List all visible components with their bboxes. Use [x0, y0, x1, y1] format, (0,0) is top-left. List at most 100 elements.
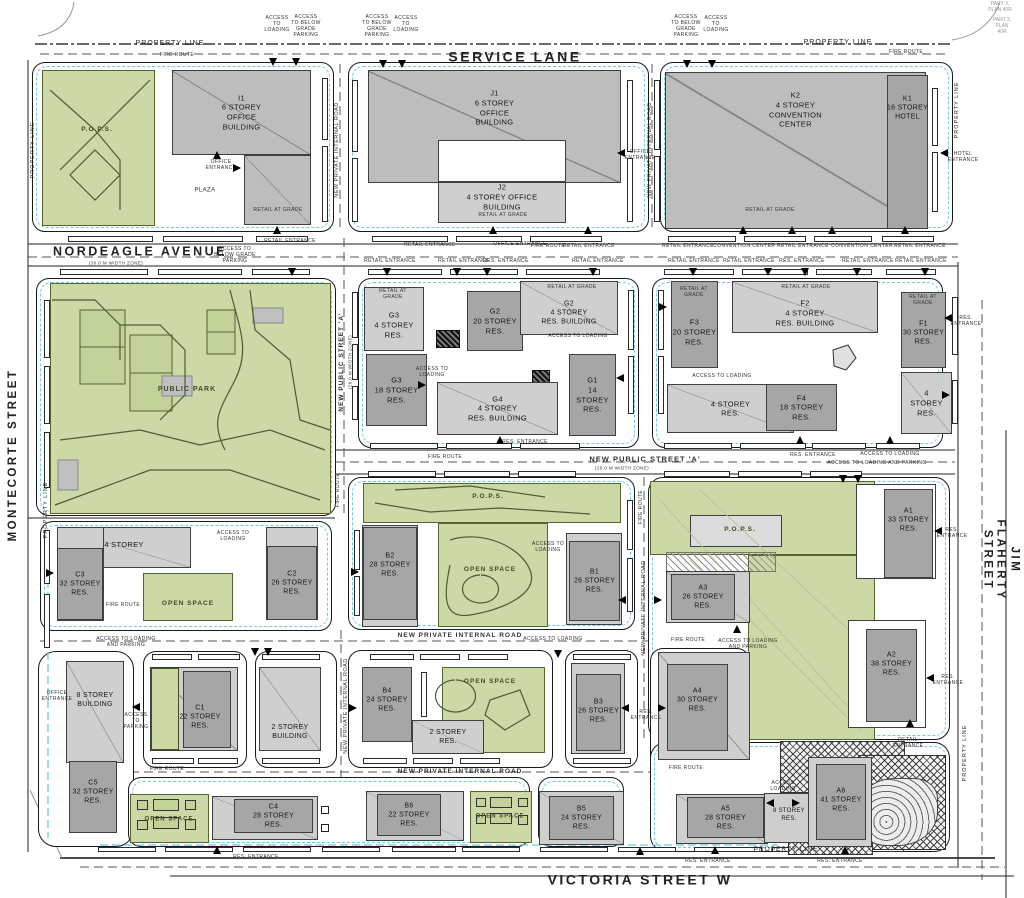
label: JIM FLAHERTY STREET	[981, 519, 1021, 601]
building-F1	[901, 292, 946, 368]
building-J2-court	[438, 140, 566, 182]
label: ACCESS TO LOADING AND PARKING	[718, 638, 778, 650]
label: NEW PRIVATE INTERNAL ROAD	[640, 560, 647, 656]
label: ACCESS TO LOADING AND PARKING	[827, 460, 927, 467]
building-label-A6: A6 41 STOREY RES.	[820, 787, 862, 813]
building-label-B6: B6 22 STOREY RES.	[388, 802, 430, 828]
parking-strip	[262, 758, 320, 764]
parking-strip	[526, 269, 600, 275]
label: FIRE ROUTE	[105, 602, 141, 609]
label: RETAIL AT GRADE	[781, 284, 831, 291]
building-label-G4: G4 4 STOREY RES. BUILDING	[468, 393, 527, 423]
entrance-arrow	[617, 149, 625, 157]
parking-strip	[68, 236, 153, 242]
label: FIRE ROUTE	[149, 766, 185, 773]
parking-strip	[573, 758, 631, 764]
building-label-B5: B5 24 STOREY RES.	[560, 805, 603, 831]
entrance-arrow	[379, 60, 387, 68]
parking-strip	[627, 500, 633, 550]
building-B6	[377, 794, 441, 836]
entrance-arrow	[616, 374, 624, 382]
label: OFFICE ENTRANCE	[493, 241, 547, 248]
label: RETAIL ENTRANCE	[895, 258, 947, 265]
parking-strip	[886, 269, 936, 275]
parking-strip	[882, 236, 934, 242]
building-K2	[665, 72, 926, 229]
label: VICTORIA STREET W	[547, 871, 733, 888]
parking-strip	[363, 758, 407, 764]
parking-strip	[163, 236, 243, 242]
label: PUBLIC PARK	[157, 385, 217, 393]
parking-strip	[932, 88, 938, 146]
label: ACCESS TO BELOW GRADE PARKING	[214, 246, 256, 264]
building-label-C3: C3 32 STOREY RES.	[59, 571, 101, 597]
label: OPEN SPACE	[161, 600, 215, 608]
parking-strip	[462, 847, 520, 852]
label: FIRE ROUTE	[638, 489, 645, 525]
parking-strip	[627, 80, 633, 152]
building-K1	[887, 75, 928, 229]
building-label-A4: A4 30 STOREY RES.	[676, 687, 719, 713]
entrance-arrow	[739, 226, 747, 234]
label: RES. ENTRANCE	[483, 258, 529, 265]
building-label-G1: G1 14 STOREY RES.	[576, 375, 609, 414]
entrance-arrow	[792, 799, 800, 807]
planter	[185, 800, 196, 810]
label: FIRE ROUTE	[670, 637, 706, 644]
parking-strip	[740, 443, 806, 449]
parking-strip	[654, 156, 660, 222]
label: RETAIL ENTRANCE	[723, 258, 775, 265]
building-label-8-storey-res: 8 STOREY RES.	[773, 808, 805, 822]
label: FIRE ROUTE	[159, 52, 195, 59]
parking-strip	[628, 356, 634, 414]
building-label-C4: C4 28 STOREY RES.	[252, 803, 295, 829]
building-B2	[363, 527, 417, 620]
building-A6	[816, 764, 866, 840]
label: RES. ENTRANCE	[817, 858, 863, 865]
green-open-space-c	[143, 573, 233, 621]
entrance-arrow	[901, 226, 909, 234]
parking-strip	[44, 530, 50, 584]
building-F2	[732, 281, 878, 333]
parking-strip	[352, 158, 358, 222]
label: RETAIL ENTRANCE	[662, 243, 714, 250]
parking-strip	[627, 558, 633, 612]
parking-strip	[352, 386, 358, 420]
parking-strip	[520, 443, 580, 449]
label: HOTEL ENTRANCE	[947, 151, 979, 163]
label: RES. ENTRANCE	[790, 452, 836, 459]
entrance-arrow	[711, 846, 719, 854]
parking-strip	[256, 236, 308, 242]
label: CONVENTION CENTER	[830, 243, 894, 250]
label: RES. ENTRANCE	[950, 315, 982, 327]
label: RES. ENTRANCE	[630, 709, 662, 721]
building-label-F4: F4 18 STOREY RES.	[779, 392, 824, 422]
label: ACCESS TO LOADING	[531, 541, 565, 553]
entrance-arrow	[453, 268, 461, 276]
label: PROPERTY LINE	[953, 81, 960, 139]
label: RETAIL ENTRANCE	[572, 258, 624, 265]
parking-strip	[262, 654, 320, 660]
building-C5	[69, 761, 117, 833]
parking-strip	[252, 269, 310, 275]
parking-strip	[618, 847, 676, 852]
building-G3-18st	[366, 354, 427, 426]
parking-strip	[668, 236, 736, 242]
label: RES. ENTRANCE	[932, 674, 964, 686]
entrance-arrow	[621, 704, 629, 712]
building-label-C2: C2 26 STOREY RES.	[271, 570, 313, 596]
label: RETAIL AT GRADE	[253, 207, 303, 214]
entrance-arrow	[683, 60, 691, 68]
parking-strip	[392, 847, 456, 852]
parking-strip	[370, 654, 414, 660]
building-A2	[866, 629, 917, 722]
label: OFFICE ENTRANCE	[624, 149, 656, 161]
entrance-arrow	[854, 475, 862, 483]
parking-strip	[814, 236, 872, 242]
building-label-J2: J2 4 STOREY OFFICE BUILDING	[466, 182, 538, 211]
parking-strip	[165, 847, 233, 852]
building-G1	[569, 354, 616, 436]
building-label-F2: F2 4 STOREY RES. BUILDING	[775, 298, 835, 327]
building-label-A1: A1 33 STOREY RES.	[887, 507, 930, 533]
